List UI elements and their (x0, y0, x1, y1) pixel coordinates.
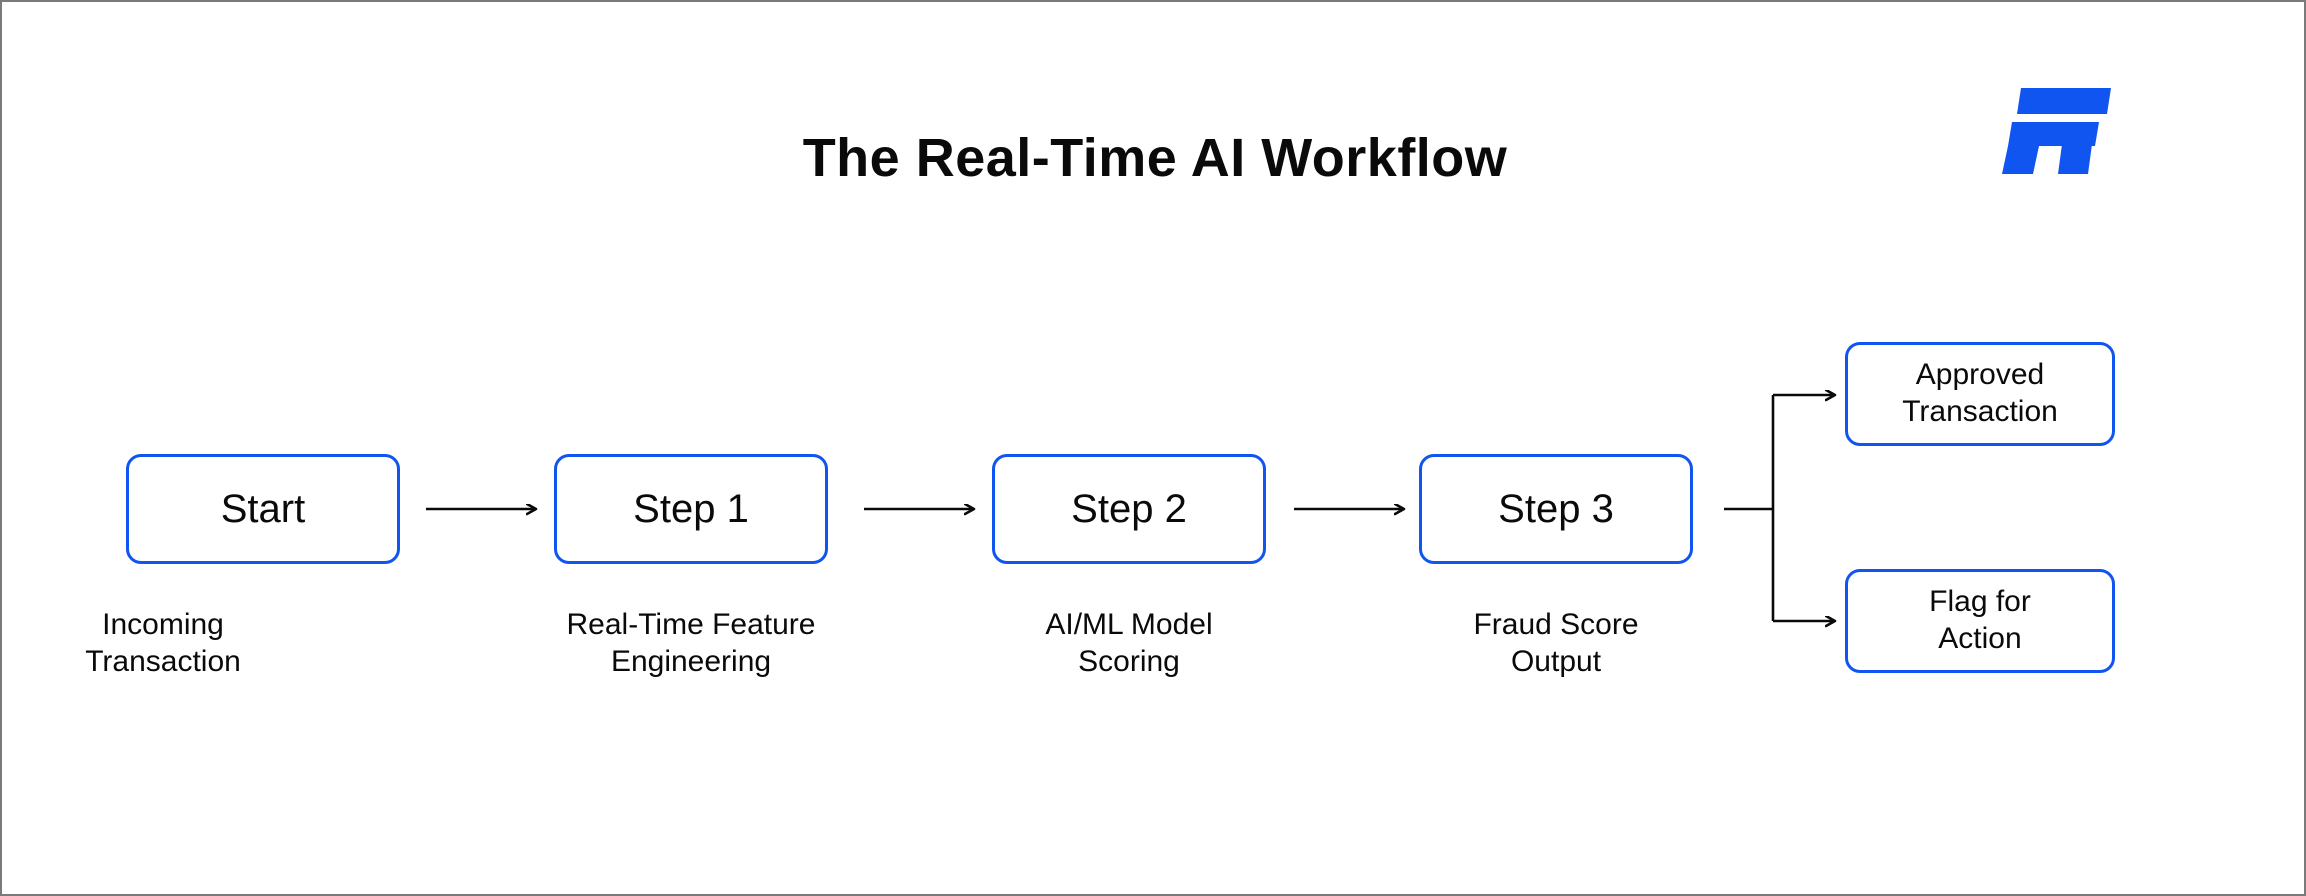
flagged-line2: Action (1938, 622, 2022, 655)
caption-step3: Fraud Score Output (1356, 607, 1756, 680)
node-step2[interactable]: Step 2 (992, 454, 1266, 564)
caption-step2-line1: AI/ML Model (1045, 608, 1213, 641)
node-approved-transaction[interactable]: Approved Transaction (1845, 342, 2115, 446)
node-step1-label: Step 1 (633, 487, 749, 531)
caption-step1-line1: Real-Time Feature (566, 608, 816, 641)
node-approved-transaction-label: Approved Transaction (1902, 357, 2058, 430)
ft-logo-icon (2002, 88, 2111, 174)
node-step2-label: Step 2 (1071, 487, 1187, 531)
node-flag-for-action-label: Flag for Action (1929, 584, 2031, 657)
node-step3[interactable]: Step 3 (1419, 454, 1693, 564)
node-flag-for-action[interactable]: Flag for Action (1845, 569, 2115, 673)
node-step1[interactable]: Step 1 (554, 454, 828, 564)
caption-step1-line2: Engineering (610, 644, 772, 678)
caption-start: Incoming Transaction (2, 607, 363, 680)
caption-step3-line2: Output (1510, 644, 1602, 678)
page-title: The Real-Time AI Workflow (802, 128, 1508, 188)
approved-line2: Transaction (1902, 395, 2058, 428)
caption-step3-line1: Fraud Score (1473, 608, 1639, 641)
flagged-line1: Flag for (1929, 585, 2031, 619)
caption-step2: AI/ML Model Scoring (929, 607, 1329, 680)
caption-step2-line2: Scoring (1078, 644, 1180, 678)
node-start-label: Start (220, 487, 306, 531)
caption-step1: Real-Time Feature Engineering (491, 607, 891, 680)
caption-start-line2: Transaction (85, 644, 241, 678)
ft-logo (1995, 84, 2115, 176)
node-start[interactable]: Start (126, 454, 400, 564)
approved-line1: Approved (1915, 358, 2045, 392)
caption-start-line1: Incoming (102, 608, 224, 641)
node-step3-label: Step 3 (1498, 487, 1614, 531)
